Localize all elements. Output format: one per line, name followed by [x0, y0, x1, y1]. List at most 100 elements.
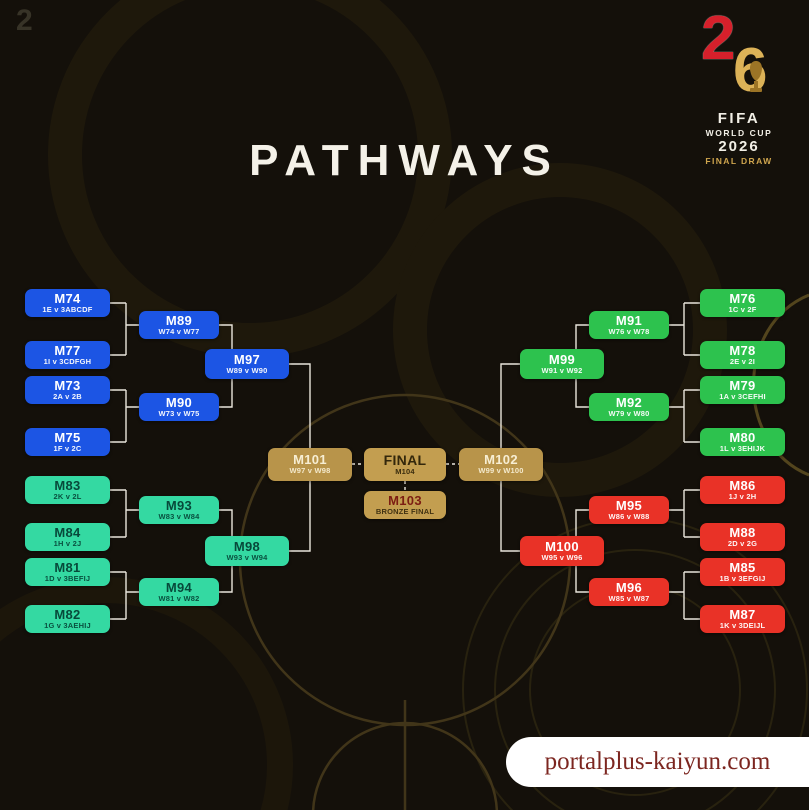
match-final-label: FINAL — [383, 451, 427, 468]
match-m78: M78 2E v 2I — [700, 341, 785, 369]
match-m83-teams: 2K v 2L — [53, 491, 82, 501]
match-m86: M86 1J v 2H — [700, 476, 785, 504]
watermark-banner: portalplus-kaiyun.com — [506, 737, 809, 787]
match-m75-teams: 1F v 2C — [53, 443, 82, 453]
match-m96-teams: W85 v W87 — [608, 593, 650, 603]
match-m91: M91 W76 v W78 — [589, 311, 669, 339]
match-m87-label: M87 — [729, 606, 756, 622]
match-m86-teams: 1J v 2H — [728, 491, 757, 501]
match-m79-teams: 1A v 3CEFHI — [719, 391, 766, 401]
match-m103: M103 BRONZE FINAL — [364, 491, 446, 519]
match-m102: M102 W99 v W100 — [459, 448, 543, 481]
match-m94: M94 W81 v W82 — [139, 578, 219, 606]
match-m81: M81 1D v 3BEFIJ — [25, 558, 110, 586]
match-m79-label: M79 — [729, 377, 756, 393]
match-m84-teams: 1H v 2J — [53, 538, 82, 548]
match-m80: M80 1L v 3EHIJK — [700, 428, 785, 456]
match-m74: M74 1E v 3ABCDF — [25, 289, 110, 317]
match-m78-label: M78 — [729, 342, 756, 358]
match-m85-teams: 1B v 3EFGIJ — [719, 573, 766, 583]
match-m95-teams: W86 v W88 — [608, 511, 650, 521]
logo-year-text: 2026 — [718, 138, 760, 155]
match-m100: M100 W95 v W96 — [520, 536, 604, 566]
logo-digit-2: 2 — [701, 4, 736, 73]
match-final-teams: M104 — [395, 466, 415, 476]
match-m75-label: M75 — [54, 429, 81, 445]
match-m84: M84 1H v 2J — [25, 523, 110, 551]
match-m100-teams: W95 v W96 — [541, 552, 583, 562]
logo-worldcup-text: WORLD CUP — [705, 128, 773, 138]
match-m74-label: M74 — [54, 290, 81, 306]
match-m99-label: M99 — [548, 351, 576, 367]
match-m88: M88 2D v 2G — [700, 523, 785, 551]
match-m86-label: M86 — [729, 477, 756, 493]
match-m96-label: M96 — [615, 579, 643, 595]
match-m99-teams: W91 v W92 — [541, 365, 583, 375]
match-m73: M73 2A v 2B — [25, 376, 110, 404]
match-m103-label: M103 — [388, 492, 422, 508]
match-m91-label: M91 — [615, 312, 643, 328]
match-m88-label: M88 — [729, 524, 756, 540]
match-m83: M83 2K v 2L — [25, 476, 110, 504]
match-m93-label: M93 — [165, 497, 193, 513]
match-m81-teams: 1D v 3BEFIJ — [44, 573, 91, 583]
match-m98-teams: W93 v W94 — [226, 552, 268, 562]
match-m82-label: M82 — [54, 606, 81, 622]
match-m88-teams: 2D v 2G — [727, 538, 758, 548]
match-m89-label: M89 — [165, 312, 193, 328]
match-m97-label: M97 — [233, 351, 261, 367]
match-m90-teams: W73 v W75 — [158, 408, 200, 418]
match-m83-label: M83 — [54, 477, 81, 493]
match-m93: M93 W83 v W84 — [139, 496, 219, 524]
match-m92-label: M92 — [615, 394, 643, 410]
match-m102-teams: W99 v W100 — [478, 466, 524, 476]
world-cup-trophy-icon — [750, 61, 762, 92]
match-m80-label: M80 — [729, 429, 756, 445]
match-m78-teams: 2E v 2I — [729, 356, 756, 366]
match-m77: M77 1I v 3CDFGH — [25, 341, 110, 369]
match-m103-teams: BRONZE FINAL — [375, 506, 435, 516]
match-m101-label: M101 — [293, 452, 327, 468]
match-m87: M87 1K v 3DEIJL — [700, 605, 785, 633]
match-m101-teams: W97 v W98 — [289, 466, 331, 476]
match-m81-label: M81 — [54, 559, 81, 575]
logo-26-mark: 2 6 — [693, 8, 785, 110]
match-m85-label: M85 — [729, 559, 756, 575]
corner-mark: 2 — [16, 4, 33, 37]
match-m95: M95 W86 v W88 — [589, 496, 669, 524]
page-title: PATHWAYS — [249, 136, 560, 185]
match-m79: M79 1A v 3CEFHI — [700, 376, 785, 404]
match-final: FINAL M104 — [364, 448, 446, 481]
match-m92-teams: W79 v W80 — [608, 408, 650, 418]
match-m94-teams: W81 v W82 — [158, 593, 200, 603]
watermark-text: portalplus-kaiyun.com — [544, 748, 771, 775]
match-m89-teams: W74 v W77 — [158, 326, 200, 336]
match-m82: M82 1G v 3AEHIJ — [25, 605, 110, 633]
match-m97-teams: W89 v W90 — [226, 365, 268, 375]
match-m82-teams: 1G v 3AEHIJ — [44, 620, 91, 630]
match-m87-teams: 1K v 3DEIJL — [719, 620, 766, 630]
match-m85: M85 1B v 3EFGIJ — [700, 558, 785, 586]
match-m100-label: M100 — [545, 538, 579, 554]
match-m74-teams: 1E v 3ABCDF — [42, 304, 93, 314]
match-m76-teams: 1C v 2F — [728, 304, 757, 314]
match-m90: M90 W73 v W75 — [139, 393, 219, 421]
match-m77-teams: 1I v 3CDFGH — [43, 356, 92, 366]
match-m80-teams: 1L v 3EHIJK — [719, 443, 766, 453]
match-m101: M101 W97 v W98 — [268, 448, 352, 481]
match-m102-label: M102 — [484, 452, 518, 468]
match-m92: M92 W79 v W80 — [589, 393, 669, 421]
match-m76-label: M76 — [729, 290, 756, 306]
match-m77-label: M77 — [54, 342, 81, 358]
logo-finaldraw-text: FINAL DRAW — [705, 156, 773, 166]
match-m73-label: M73 — [54, 377, 81, 393]
match-m97: M97 W89 v W90 — [205, 349, 289, 379]
match-m94-label: M94 — [165, 579, 193, 595]
match-m89: M89 W74 v W77 — [139, 311, 219, 339]
match-m90-label: M90 — [165, 394, 193, 410]
match-m98-label: M98 — [233, 538, 261, 554]
fifa-world-cup-26-logo: 2 6 FIFA WORLD CUP 2026 FINAL DRAW — [693, 8, 785, 167]
